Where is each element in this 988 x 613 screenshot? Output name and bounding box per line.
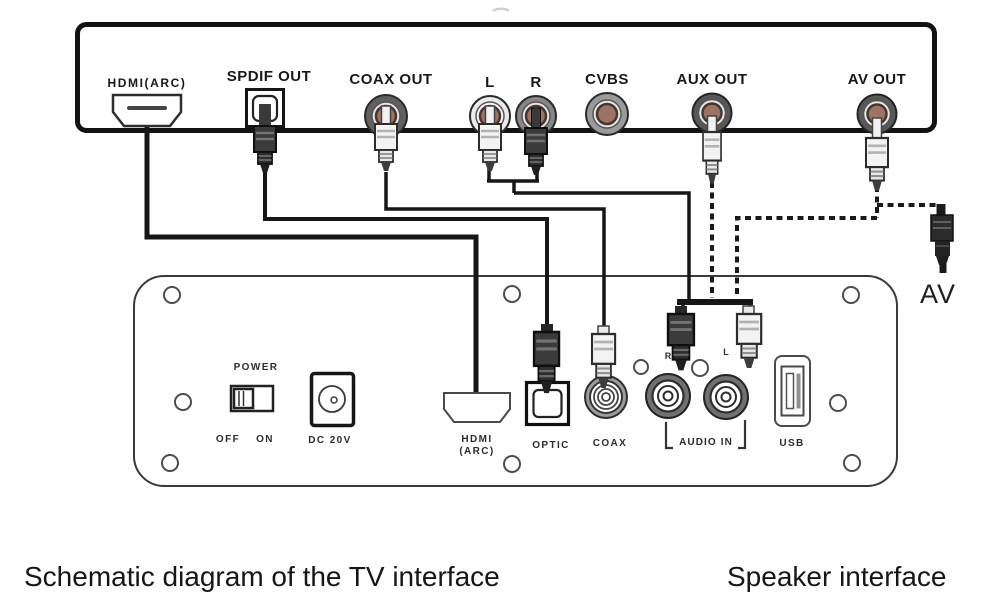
tv-aux-jack [691,92,733,134]
audio-in-left-jack [703,374,749,420]
coax-cable [384,172,606,337]
tv-hdmi-port [111,93,183,128]
tv-port-label-coax-out: COAX OUT [349,71,433,88]
audio-in-bracket [664,420,747,450]
speaker-label-usb: USB [779,438,805,449]
av-out-plug [864,136,890,192]
speaker-label-audio-r: R [664,351,672,361]
speaker-label-audio-in: AUDIO IN [679,437,733,448]
speaker-label-hdmi: HDMI [461,434,493,445]
caption-tv-interface: Schematic diagram of the TV interface [24,561,500,592]
dc-power-jack [309,371,356,428]
av-connector [930,204,954,273]
power-switch [229,384,275,413]
optical-cable [263,170,549,335]
speaker-label-dc-20v: DC 20V [308,435,352,446]
av-connector-label: AV [920,279,957,309]
av-cable-dashed [735,186,940,297]
tv-port-label-left: L [485,74,495,91]
speaker-label-coax: COAX [592,438,628,449]
tv-port-label-cvbs: CVBS [585,71,629,88]
plug-stems [259,104,883,141]
speaker-label-optic: OPTIC [532,440,570,451]
speaker-label-power: POWER [233,362,279,373]
left-rca-plug [477,122,503,173]
speaker-coax-jack [584,375,628,419]
tv-port-label-hdmi-arc: HDMI(ARC) [107,76,187,90]
tv-port-label-right: R [530,74,542,91]
audio-in-right-jack [645,373,691,419]
usb-port [774,355,811,427]
speaker-panel [133,275,898,487]
tv-port-label-av-out: AV OUT [847,71,907,88]
speaker-label-off: OFF [215,434,241,445]
tv-port-label-spdif-out: SPDIF OUT [226,68,312,85]
speaker-label-on: ON [256,434,274,445]
speaker-label-audio-l: L [723,347,729,357]
speaker-hdmi-port [443,392,511,423]
tv-port-label-aux-out: AUX OUT [676,71,748,88]
speaker-panel-screws [161,285,861,473]
right-rca-plug [523,126,549,177]
scan-smudge [492,7,510,13]
speaker-label-arc: (ARC) [459,446,495,457]
caption-speaker-interface: Speaker interface [727,561,947,592]
coax-out-plug [373,122,399,173]
tv-cvbs-jack [585,92,629,136]
hdmi-cable [144,127,479,393]
aux-plug [701,130,723,186]
spdif-plug [252,124,278,175]
